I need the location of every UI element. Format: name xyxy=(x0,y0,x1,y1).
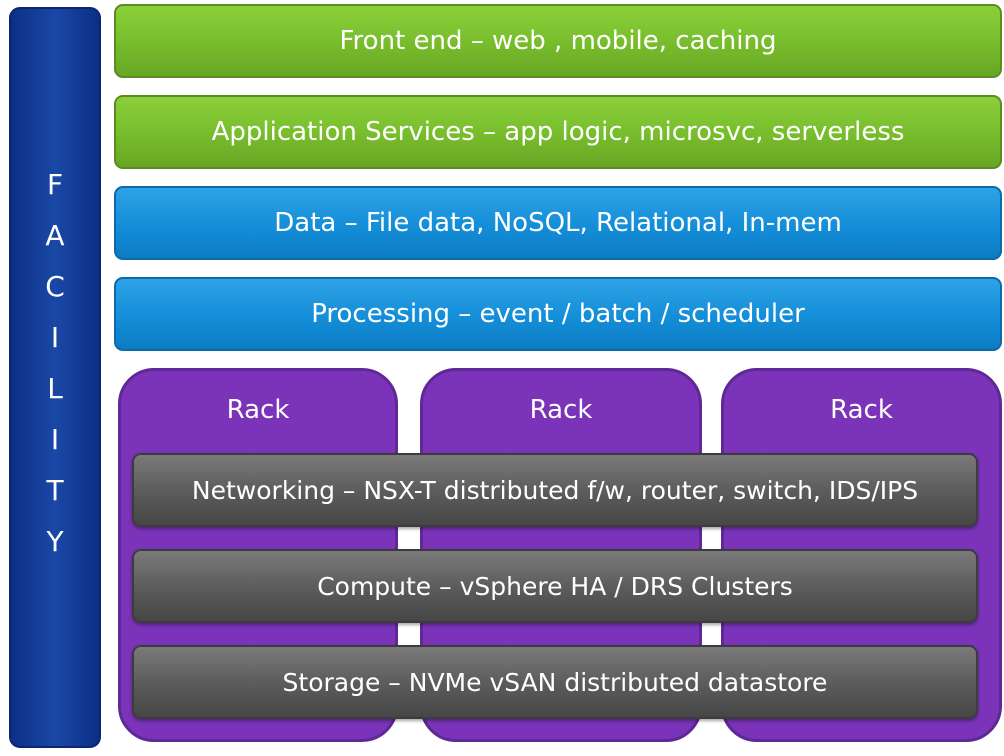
rack-label: Rack xyxy=(830,395,893,425)
component-compute-label: Compute – vSphere HA / DRS Clusters xyxy=(317,571,793,601)
facility-letter: Y xyxy=(46,524,64,558)
facility-letter: I xyxy=(50,422,60,456)
layer-processing: Processing – event / batch / scheduler xyxy=(114,277,1002,351)
facility-letter: C xyxy=(45,269,65,303)
component-storage: Storage – NVMe vSAN distributed datastor… xyxy=(132,645,978,719)
component-storage-label: Storage – NVMe vSAN distributed datastor… xyxy=(282,667,828,697)
facility-letter: T xyxy=(46,473,64,507)
facility-letter: I xyxy=(50,320,60,354)
rack-label: Rack xyxy=(226,395,290,425)
component-networking-label: Networking – NSX-T distributed f/w, rout… xyxy=(191,475,919,505)
component-networking: Networking – NSX-T distributed f/w, rout… xyxy=(132,453,978,527)
component-compute: Compute – vSphere HA / DRS Clusters xyxy=(132,549,978,623)
layer-processing-label: Processing – event / batch / scheduler xyxy=(311,299,805,329)
facility-bar: F A C I L I T Y xyxy=(9,7,101,748)
facility-letter: F xyxy=(46,167,64,201)
layer-frontend: Front end – web , mobile, caching xyxy=(114,4,1002,78)
layer-app-services: Application Services – app logic, micros… xyxy=(114,95,1002,169)
facility-letter: L xyxy=(47,371,63,405)
layer-app-services-label: Application Services – app logic, micros… xyxy=(211,117,905,147)
layer-data-label: Data – File data, NoSQL, Relational, In-… xyxy=(274,208,842,238)
facility-letter: A xyxy=(45,218,65,252)
rack-label: Rack xyxy=(529,395,593,425)
layer-frontend-label: Front end – web , mobile, caching xyxy=(339,26,777,56)
layer-data: Data – File data, NoSQL, Relational, In-… xyxy=(114,186,1002,260)
